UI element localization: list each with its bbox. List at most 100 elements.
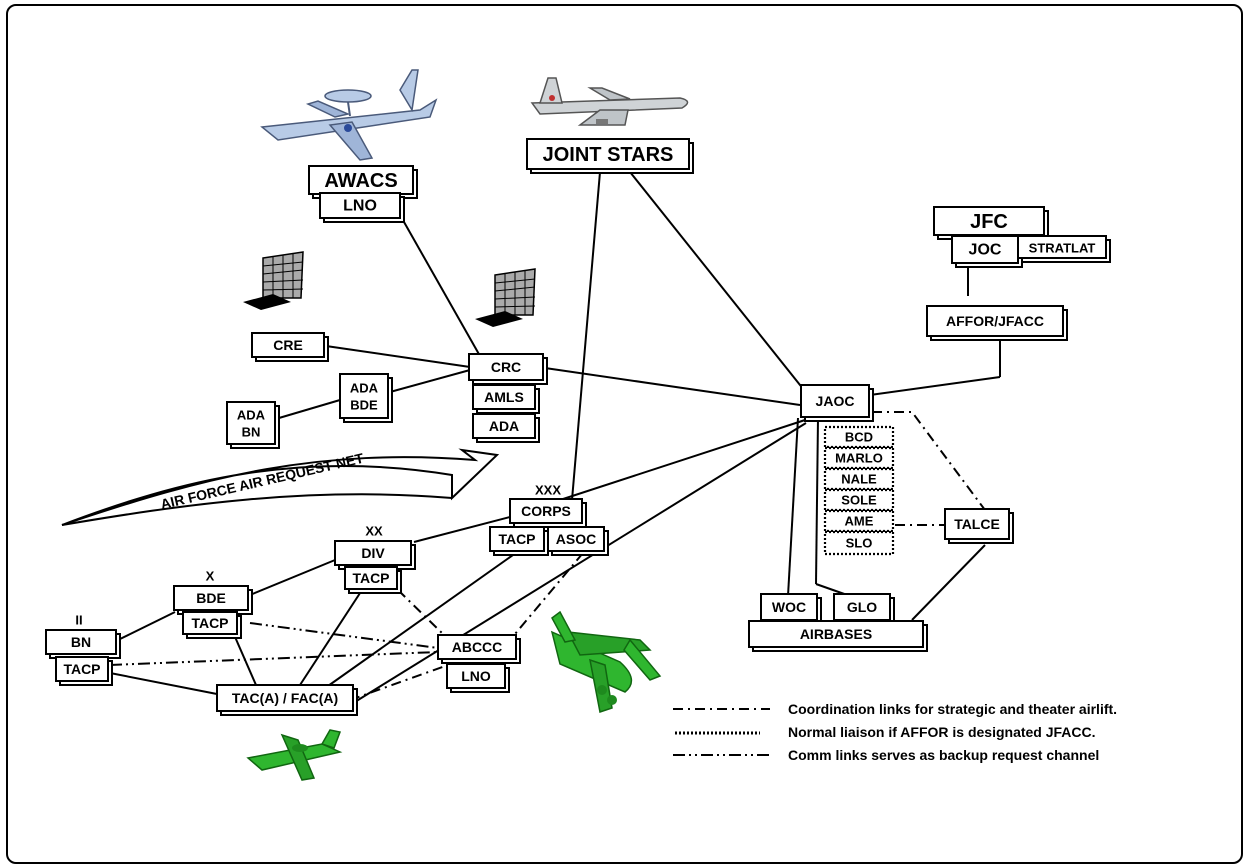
node-jaoc: JAOC: [800, 384, 874, 422]
jaoc-label: JAOC: [816, 393, 855, 409]
node-marlo: MARLO: [823, 446, 895, 470]
abccc-lno-label: LNO: [461, 668, 491, 684]
node-bde-tacp: TACP: [182, 611, 242, 639]
legend-item-comm-links: Comm links serves as backup request chan…: [788, 747, 1099, 763]
link-corpstacp-tacfac: [327, 549, 521, 687]
node-ame: AME: [823, 509, 895, 533]
nale-label: NALE: [841, 472, 877, 487]
div-echelon-label: XX: [365, 524, 383, 539]
bde-label: BDE: [196, 590, 226, 606]
node-stratlat: STRATLAT: [1017, 235, 1111, 263]
air-request-net-label: AIR FORCE AIR REQUEST NET: [159, 450, 366, 512]
link-bde-div: [249, 559, 336, 596]
link-divtacp-tacfac: [299, 589, 363, 686]
link-crc-jaoc: [544, 367, 801, 406]
awacs-aircraft-icon: [260, 69, 438, 161]
backup-tacfac-abccc: [349, 664, 449, 701]
node-tac-fac: TAC(A) / FAC(A): [216, 684, 358, 716]
link-jaoc-affor: [869, 376, 1001, 396]
link-lno-crc: [403, 221, 481, 357]
cre-label: CRE: [273, 337, 303, 353]
backup-divtacp-abccc: [397, 589, 444, 635]
node-bn-tacp: TACP: [55, 656, 113, 686]
node-woc: WOC: [760, 593, 822, 625]
sole-label: SOLE: [841, 493, 877, 508]
crc-label: CRC: [491, 359, 521, 375]
corps-label: CORPS: [521, 503, 571, 519]
corps-tacp-label: TACP: [498, 531, 535, 547]
link-adabn-adabde: [278, 399, 341, 419]
node-joint-stars: JOINT STARS: [526, 138, 694, 174]
bn-label: BN: [71, 634, 91, 650]
node-cre: CRE: [251, 332, 329, 362]
amls-label: AMLS: [484, 389, 524, 405]
ada-bn-label-1: ADA: [237, 408, 266, 423]
a10-aircraft-icon: [246, 729, 343, 781]
legend-item-liaison: Normal liaison if AFFOR is designated JF…: [788, 724, 1096, 740]
node-bn: BN: [45, 629, 121, 659]
node-crc: CRC: [468, 353, 548, 385]
connection-lines: [109, 171, 1001, 706]
stratlat-label: STRATLAT: [1029, 241, 1096, 256]
node-nale: NALE: [823, 467, 895, 491]
radar-antenna-icon: [475, 268, 536, 327]
link-jaoc-woc: [787, 417, 799, 597]
node-ada-bn: ADA BN: [226, 401, 280, 449]
link-adabde-crc: [389, 369, 471, 393]
link-bntacp-tacfac: [109, 672, 223, 696]
node-bcd: BCD: [823, 425, 895, 449]
marlo-label: MARLO: [835, 451, 883, 466]
airbases-label: AIRBASES: [800, 626, 872, 642]
awacs-label: AWACS: [324, 170, 397, 192]
node-corps: CORPS: [509, 498, 587, 528]
legend-item-coordination: Coordination links for strategic and the…: [788, 701, 1117, 717]
node-ada-bde: ADA BDE: [339, 373, 393, 423]
jfc-label: JFC: [970, 211, 1008, 233]
node-talce: TALCE: [944, 508, 1014, 544]
joc-label: JOC: [969, 242, 1002, 259]
bn-tacp-label: TACP: [63, 661, 100, 677]
ada-label: ADA: [489, 418, 519, 434]
bcd-label: BCD: [845, 430, 873, 445]
node-glo: GLO: [833, 593, 895, 625]
node-jfc: JFC: [933, 206, 1049, 240]
div-label: DIV: [361, 545, 385, 561]
c130-aircraft-icon: [550, 610, 662, 713]
backup-asoc-abccc: [509, 552, 584, 641]
link-corps-jaoc: [559, 419, 806, 501]
node-slo: SLO: [823, 530, 895, 556]
tac-fac-label: TAC(A) / FAC(A): [232, 690, 338, 706]
node-bde: BDE: [173, 585, 253, 615]
ada-bde-label-2: BDE: [350, 398, 378, 413]
node-joc: JOC: [951, 235, 1023, 268]
link-tacfac-jaoc: [349, 422, 807, 706]
bde-echelon-label: X: [206, 569, 215, 584]
corps-echelon-label: XXX: [535, 483, 561, 498]
node-affor-jfacc: AFFOR/JFACC: [926, 305, 1068, 341]
node-abccc-lno: LNO: [446, 663, 510, 693]
awacs-lno-label: LNO: [343, 198, 377, 215]
bn-echelon-label: II: [75, 613, 82, 628]
node-abccc: ABCCC: [437, 634, 521, 664]
div-tacp-label: TACP: [352, 570, 389, 586]
legend: Coordination links for strategic and the…: [673, 701, 1117, 763]
affor-jfacc-label: AFFOR/JFACC: [946, 313, 1044, 329]
joint-stars-label: JOINT STARS: [543, 144, 674, 166]
radar-antenna-icon: [243, 251, 304, 310]
node-asoc: ASOC: [547, 526, 609, 556]
link-jstars-corps: [571, 171, 601, 501]
node-div-tacp: TACP: [344, 566, 402, 594]
link-bdetacp-tacfac: [231, 629, 257, 686]
glo-label: GLO: [847, 599, 877, 615]
node-div: DIV: [334, 540, 416, 570]
node-airbases: AIRBASES: [748, 620, 928, 652]
link-jstars-jaoc: [629, 171, 805, 391]
node-corps-tacp: TACP: [489, 526, 549, 556]
asoc-label: ASOC: [556, 531, 596, 547]
link-jaoc-glo-a: [815, 417, 819, 585]
link-div-corps: [413, 516, 511, 543]
special-links: [109, 411, 986, 701]
ada-bn-label-2: BN: [242, 425, 261, 440]
backup-bntacp-abccc: [109, 651, 439, 666]
